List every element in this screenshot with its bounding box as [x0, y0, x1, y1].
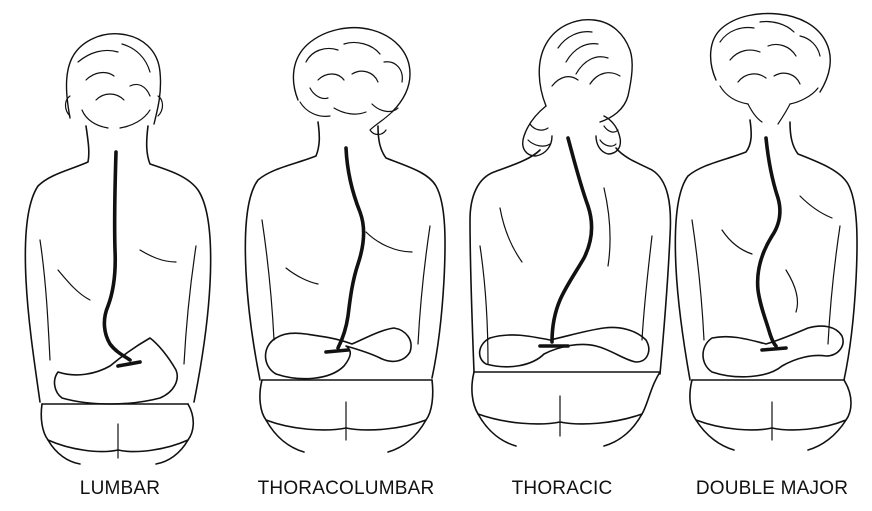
- double-major-spine-curve: [758, 138, 780, 346]
- thoracolumbar-hair: [293, 28, 410, 135]
- double-major-caption: DOUBLE MAJOR: [696, 478, 848, 500]
- thoracolumbar-body: [245, 122, 445, 452]
- lumbar-spine-curve: [104, 152, 130, 360]
- thoracolumbar-sacrum-line: [326, 350, 348, 352]
- thoracic-hair: [523, 20, 632, 156]
- thoracolumbar-caption: THORACOLUMBAR: [258, 478, 435, 500]
- lumbar-hair: [66, 34, 163, 128]
- lumbar-figure: [25, 34, 210, 464]
- thoracolumbar-spine-curve: [338, 148, 364, 348]
- thoracic-figure: [470, 20, 670, 446]
- double-major-sacrum-line: [762, 348, 786, 350]
- double-major-body: [675, 120, 857, 450]
- double-major-figure: [675, 14, 857, 450]
- thoracic-spine-curve: [552, 138, 591, 342]
- lumbar-caption: LUMBAR: [80, 478, 160, 500]
- thoracic-caption: THORACIC: [512, 478, 613, 500]
- thoracolumbar-figure: [245, 28, 445, 452]
- thoracic-body: [470, 148, 670, 446]
- lumbar-body: [25, 126, 210, 464]
- double-major-hair: [711, 14, 831, 124]
- lumbar-sacrum-line: [118, 362, 140, 366]
